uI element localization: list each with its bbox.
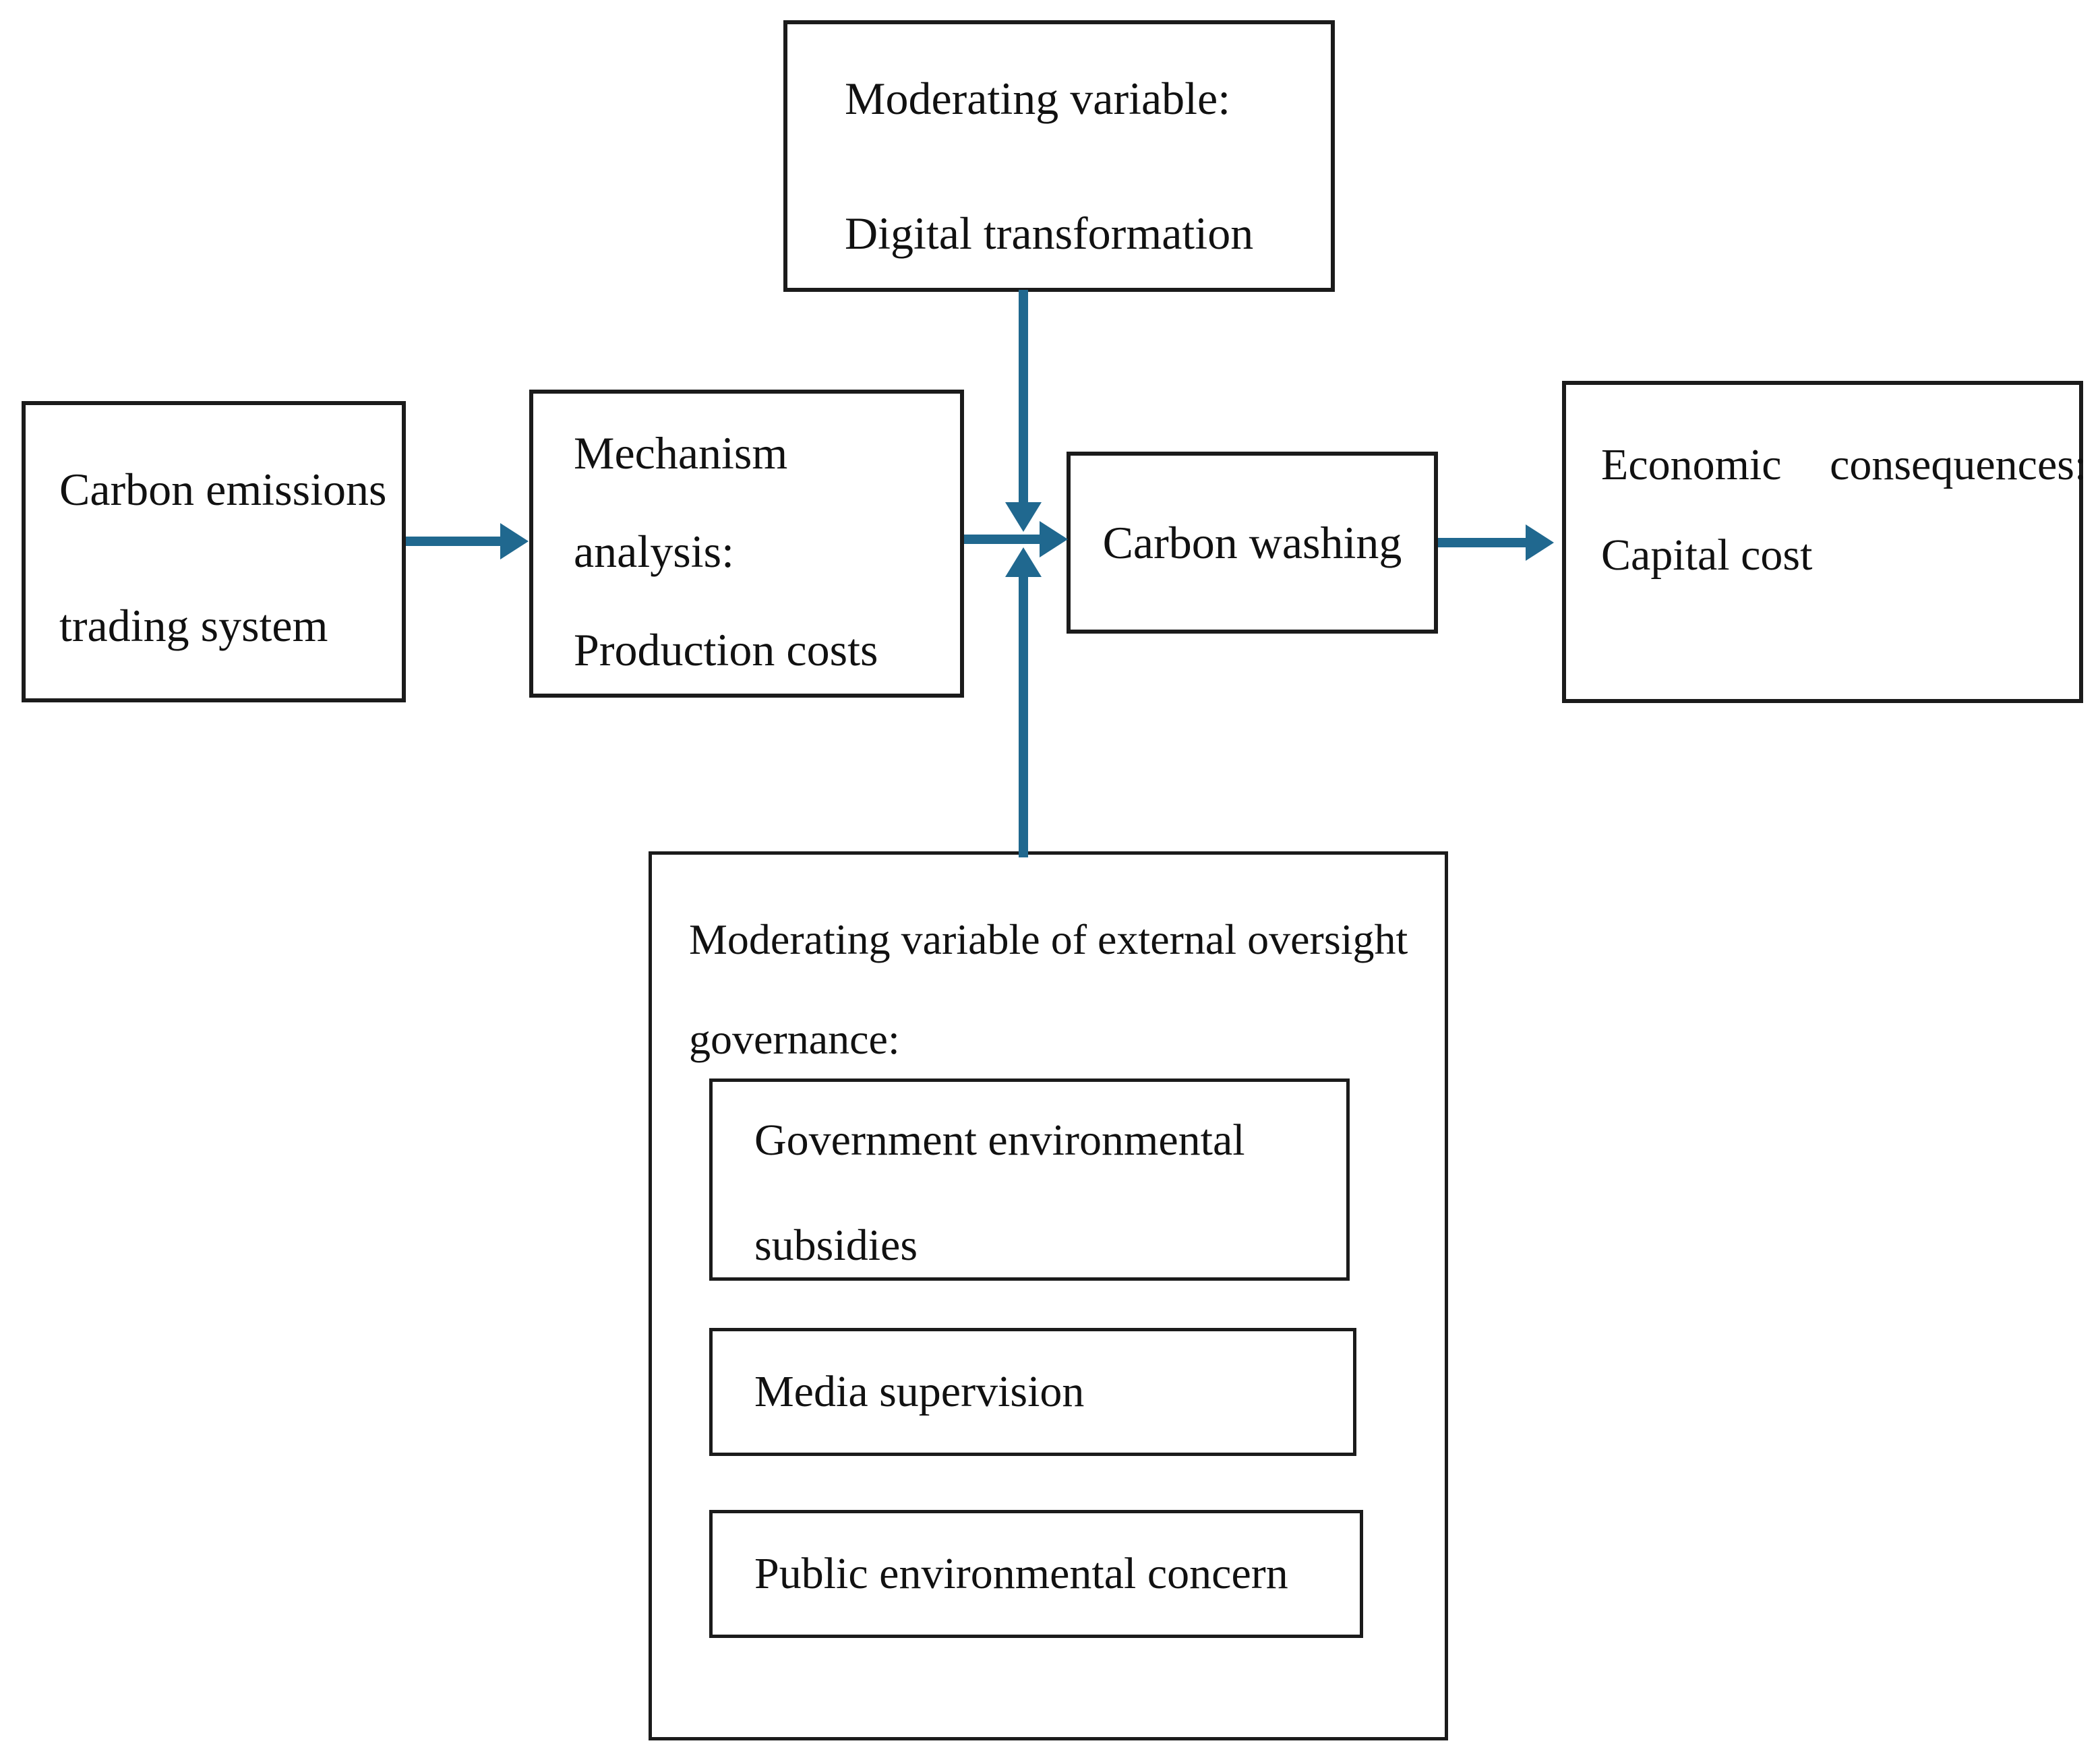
node-economic-line-2: Capital cost xyxy=(1601,530,1813,580)
node-public-concern: Public environmental concern xyxy=(709,1510,1363,1638)
arrow-shaft xyxy=(1019,577,1028,857)
gov-subsidies-line-2: subsidies xyxy=(754,1220,918,1270)
node-carbon-emissions: Carbon emissions trading system xyxy=(22,401,406,702)
arrow-right-icon xyxy=(1526,524,1554,561)
node-mechanism-line-3: Production costs xyxy=(574,624,878,676)
arrow-shaft xyxy=(1019,290,1028,502)
node-media-supervision: Media supervision xyxy=(709,1328,1356,1456)
gov-subsidies-line-1: Government environmental xyxy=(754,1116,1245,1165)
node-mechanism-line-1: Mechanism xyxy=(574,427,788,479)
public-concern-label: Public environmental concern xyxy=(754,1549,1288,1599)
arrow-right-icon xyxy=(500,523,529,559)
node-digital-transformation: Moderating variable: Digital transformat… xyxy=(783,20,1335,292)
oversight-title-line-2: governance: xyxy=(689,1014,900,1063)
node-carbon-washing: Carbon washing xyxy=(1067,452,1438,634)
node-government-subsidies: Government environmental subsidies xyxy=(709,1079,1350,1281)
arrow-shaft xyxy=(1438,538,1526,547)
node-emissions-line-1: Carbon emissions xyxy=(59,464,387,515)
node-digital-line-1: Moderating variable: xyxy=(845,73,1231,124)
media-supervision-label: Media supervision xyxy=(754,1367,1085,1417)
node-digital-line-2: Digital transformation xyxy=(845,208,1254,260)
node-mechanism-line-2: analysis: xyxy=(574,526,734,578)
arrow-right-icon xyxy=(1040,521,1068,557)
oversight-title: Moderating variable of external oversigh… xyxy=(689,914,1408,1064)
arrow-up-icon xyxy=(1005,547,1042,577)
node-washing-label: Carbon washing xyxy=(1102,516,1402,568)
node-economic-consequences: Economic consequences: Capital cost xyxy=(1562,381,2087,703)
node-economic-line-1: Economic consequences: xyxy=(1601,440,2087,489)
group-external-oversight: Moderating variable of external oversigh… xyxy=(649,851,1448,1740)
arrow-shaft xyxy=(964,535,1040,544)
arrow-shaft xyxy=(406,537,500,546)
node-mechanism-analysis: Mechanism analysis: Production costs xyxy=(529,390,964,698)
oversight-title-line-1: Moderating variable of external oversigh… xyxy=(689,915,1408,963)
node-emissions-line-2: trading system xyxy=(59,600,328,652)
arrow-down-icon xyxy=(1005,502,1042,532)
